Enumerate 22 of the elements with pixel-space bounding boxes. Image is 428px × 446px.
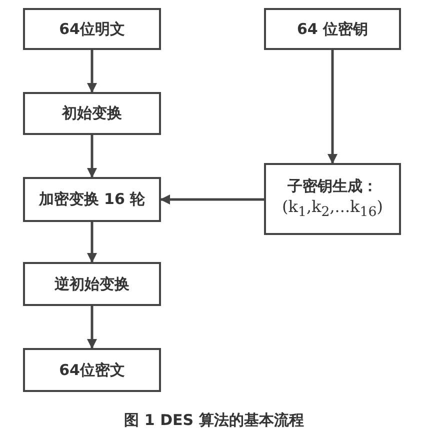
box-text: 初始变换 (62, 103, 122, 124)
process-box (23, 348, 161, 392)
arrow (87, 135, 97, 178)
process-box (23, 177, 161, 222)
arrow (87, 50, 97, 93)
process-box (264, 163, 401, 235)
process-box (23, 92, 161, 135)
box-text: (k$_{1}$,k$_{2}$,...k$_{16}$) (282, 196, 383, 222)
caption: 图 1 DES 算法的基本流程 (124, 411, 304, 429)
box-text: 逆初始变换 (54, 274, 130, 294)
box-text: 加密变换 16 轮 (38, 189, 146, 210)
process-box (23, 8, 161, 50)
arrow (87, 306, 97, 349)
box-text: 子密钥生成： (288, 176, 378, 196)
box-text: 64 位密钥 (296, 18, 368, 40)
arrow (87, 222, 97, 263)
process-box (264, 8, 401, 50)
box-text: 64位密文 (59, 360, 125, 380)
arrow (328, 50, 338, 164)
box-text: 64位明文 (59, 18, 125, 40)
process-box (23, 262, 161, 306)
arrow (160, 194, 264, 204)
